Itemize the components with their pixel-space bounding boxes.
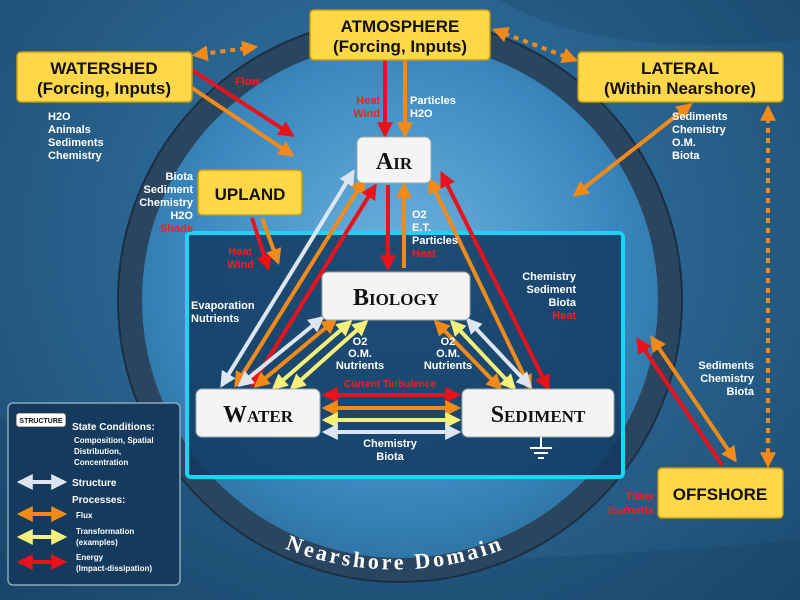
lateral-input-2: O.M.	[672, 137, 696, 149]
svg-text:UPLAND: UPLAND	[215, 185, 286, 204]
svg-text:(Forcing, Inputs): (Forcing, Inputs)	[333, 37, 467, 56]
bio-right-label-0: O2	[441, 336, 456, 348]
legend-state-title: State Conditions:	[72, 422, 155, 433]
atm-watershed-arrow	[191, 40, 259, 62]
ground-symbol	[530, 436, 552, 459]
upland-input-3: H2O	[170, 210, 193, 222]
air-bio-label-0: O2	[412, 209, 427, 221]
atm-h2o-label: H2O	[410, 108, 433, 120]
bio-water-transform-arrow-2	[289, 319, 369, 391]
watershed-flow-arrow	[190, 68, 295, 137]
legend: STRUCTURE State Conditions: Composition,…	[7, 402, 181, 586]
water-sed-label-1: Biota	[376, 451, 404, 463]
offshore-input-0: Sediments	[698, 360, 754, 372]
lateral-input-3: Biota	[672, 150, 700, 162]
bio-right-label-2: Nutrients	[424, 360, 472, 372]
air-sed-heat-label: Heat	[552, 310, 576, 322]
offshore-input-2: Biota	[727, 386, 755, 398]
upland-input-0: Biota	[166, 171, 194, 183]
legend-energy-label-1: (Impact-dissipation)	[76, 564, 152, 573]
atm-particles-label: Particles	[410, 95, 456, 107]
atm-heat-label: Heat	[356, 95, 380, 107]
legend-structure-label: Structure	[72, 478, 117, 489]
upland-input-2: Chemistry	[139, 197, 194, 209]
legend-transform-label-0: Transformation	[76, 527, 134, 536]
bio-sed-structure-arrow	[465, 317, 533, 389]
lateral-input-1: Chemistry	[672, 124, 727, 136]
watershed-input-1: Animals	[48, 124, 91, 136]
arrows	[190, 27, 776, 469]
air-bio-label-2: Particles	[412, 235, 458, 247]
bio-left-label-0: O2	[353, 336, 368, 348]
water-node: Water	[195, 388, 321, 438]
upland-wind-label: Wind	[227, 259, 254, 271]
tides-label: Tides	[625, 491, 654, 503]
upland-box: UPLAND	[197, 169, 303, 216]
svg-text:Sediment: Sediment	[491, 402, 586, 428]
lateral-box: LATERAL (Within Nearshore)	[577, 51, 784, 103]
svg-text:Water: Water	[223, 402, 294, 428]
biology-node: Biology	[321, 271, 471, 321]
atmosphere-box: ATMOSPHERE (Forcing, Inputs)	[309, 9, 491, 61]
watershed-box: WATERSHED (Forcing, Inputs)	[16, 51, 193, 103]
lateral-flux-arrow	[572, 103, 693, 197]
legend-state-desc-1: Distribution,	[74, 447, 121, 456]
air-bio-heat-label: Heat	[412, 248, 436, 260]
watershed-flux-arrow	[190, 86, 295, 157]
bio-left-label-2: Nutrients	[336, 360, 384, 372]
bio-left-label-1: O.M.	[348, 348, 372, 360]
bio-right-label-1: O.M.	[436, 348, 460, 360]
air-sed-label-1: Sediment	[526, 284, 576, 296]
svg-text:(Forcing, Inputs): (Forcing, Inputs)	[37, 79, 171, 98]
flow-label: Flow	[235, 76, 260, 88]
legend-processes-title: Processes:	[72, 495, 125, 506]
atm-wind-label: Wind	[353, 108, 380, 120]
svg-text:Biology: Biology	[353, 285, 439, 311]
currents-label: Currents	[608, 505, 654, 517]
offshore-input-1: Chemistry	[700, 373, 755, 385]
legend-structure-badge	[15, 412, 67, 428]
offshore-flux-arrow	[650, 335, 737, 463]
svg-text:STRUCTURE: STRUCTURE	[19, 418, 62, 425]
upland-input-1: Sediment	[143, 184, 193, 196]
evap-label-0: Evaporation	[191, 300, 255, 312]
svg-text:OFFSHORE: OFFSHORE	[673, 485, 767, 504]
air-sed-label-2: Biota	[549, 297, 577, 309]
svg-text:WATERSHED: WATERSHED	[50, 59, 157, 78]
offshore-box: OFFSHORE	[657, 467, 784, 519]
evap-label-1: Nutrients	[191, 313, 239, 325]
svg-text:Air: Air	[376, 149, 413, 175]
legend-state-desc-2: Concentration	[74, 458, 128, 467]
watershed-input-0: H2O	[48, 111, 71, 123]
svg-text:LATERAL: LATERAL	[641, 59, 719, 78]
legend-transform-label-1: (examples)	[76, 538, 118, 547]
sediment-node: Sediment	[461, 388, 615, 438]
lateral-input-0: Sediments	[672, 111, 728, 123]
diagram-labels: Flow H2O Animals Sediments Chemistry Hea…	[48, 76, 755, 517]
legend-energy-label-0: Energy	[76, 553, 104, 562]
upland-shade-label: Shade	[160, 223, 193, 235]
air-sed-label-0: Chemistry	[522, 271, 577, 283]
legend-flux-label: Flux	[76, 511, 93, 520]
air-node: Air	[356, 136, 432, 184]
watershed-input-2: Sediments	[48, 137, 104, 149]
air-bio-label-1: E.T.	[412, 222, 431, 234]
current-turbulence-label: Current Turbulence	[344, 379, 436, 390]
upland-heat-label: Heat	[228, 246, 252, 258]
water-sed-label-0: Chemistry	[363, 438, 418, 450]
svg-text:(Within Nearshore): (Within Nearshore)	[604, 79, 756, 98]
svg-text:ATMOSPHERE: ATMOSPHERE	[341, 17, 460, 36]
watershed-input-3: Chemistry	[48, 150, 103, 162]
legend-state-desc-0: Composition, Spatial	[74, 436, 154, 445]
atm-lateral-arrow	[492, 27, 578, 63]
